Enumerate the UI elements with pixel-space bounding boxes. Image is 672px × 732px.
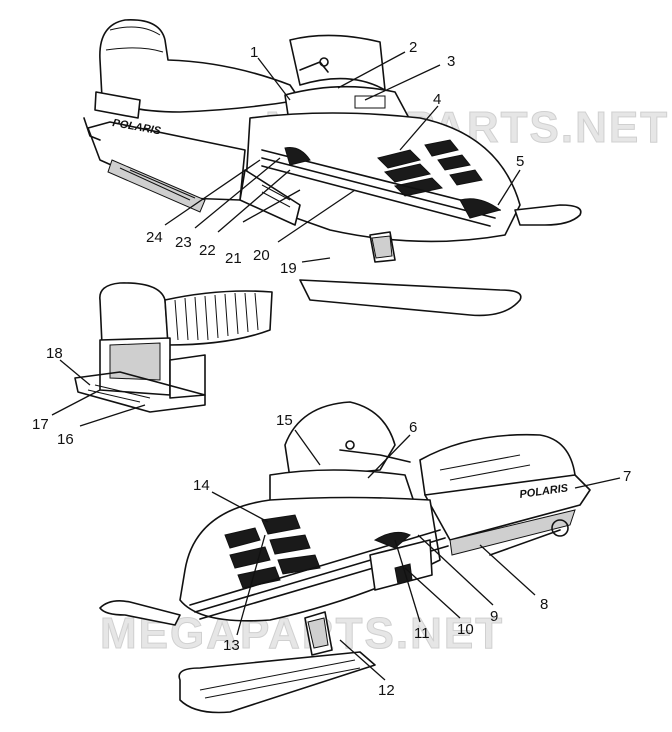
- windshield-bottom: [284, 401, 396, 479]
- spring-bottom: [307, 617, 329, 649]
- callout-1: 1: [250, 44, 258, 61]
- handlebar-bottom: [339, 449, 411, 463]
- ski-top-right: [299, 279, 522, 317]
- callout-9: 9: [490, 608, 498, 625]
- callout-19: 19: [280, 260, 297, 277]
- leader-16: [79, 404, 146, 427]
- callout-14: 14: [193, 477, 210, 494]
- callout-4: 4: [433, 91, 441, 108]
- windshield-top: [289, 34, 386, 91]
- leader-17: [51, 389, 101, 416]
- leader-2: [337, 51, 406, 89]
- seat-lines-bottom: [439, 454, 531, 481]
- callout-2: 2: [409, 39, 417, 56]
- gauge-top: [354, 95, 386, 109]
- callout-8: 8: [540, 596, 548, 613]
- suspension-rail-bottom: [489, 529, 561, 556]
- ski-bottom-lines: [199, 659, 361, 699]
- leader-13: [236, 534, 266, 636]
- callout-18: 18: [46, 345, 63, 362]
- seat-side-bracket: [169, 354, 206, 399]
- seat-cushion: [164, 290, 273, 346]
- callout-13: 13: [223, 637, 240, 654]
- callout-21: 21: [225, 250, 242, 267]
- callout-16: 16: [57, 431, 74, 448]
- callout-3: 3: [447, 53, 455, 70]
- callout-22: 22: [199, 242, 216, 259]
- leader-lines: [51, 51, 621, 681]
- leader-4: [399, 105, 439, 151]
- nose-decal-top: [459, 198, 502, 219]
- seat-storage-lid: [109, 342, 161, 381]
- callout-10: 10: [457, 621, 474, 638]
- leader-5: [497, 169, 521, 206]
- callout-6: 6: [409, 419, 417, 436]
- callout-24: 24: [146, 229, 163, 246]
- snowmobile-top: POLARIS: [83, 19, 582, 317]
- seat-ribs: [174, 292, 259, 341]
- ski-top-left: [514, 204, 582, 226]
- rear-storage-top: [94, 91, 141, 119]
- callout-17: 17: [32, 416, 49, 433]
- polaris-decal-rear-top: POLARIS: [111, 117, 162, 137]
- leader-7: [574, 477, 621, 489]
- leader-12: [339, 639, 386, 681]
- leader-18: [59, 359, 91, 386]
- leader-1: [257, 57, 291, 101]
- ski-bottom-right: [178, 651, 376, 714]
- callout-15: 15: [276, 412, 293, 429]
- callout-11: 11: [414, 625, 430, 642]
- callout-23: 23: [175, 234, 192, 251]
- leader-19: [301, 257, 331, 263]
- leader-21: [242, 189, 301, 223]
- side-panel-bottom: [369, 539, 433, 591]
- side-vent-bottom: [394, 563, 413, 585]
- track-top: [107, 159, 206, 213]
- leader-3: [364, 64, 441, 101]
- track-tread-top: [119, 167, 196, 201]
- callout-labels: 1 2 3 4 5 6 7 8 9 10 11 12 13 14 15 16 1…: [32, 39, 631, 699]
- callout-7: 7: [623, 468, 631, 485]
- spring-top: [371, 235, 393, 259]
- callout-12: 12: [378, 682, 395, 699]
- leader-10: [404, 567, 461, 619]
- seat-top: [99, 19, 301, 113]
- mirror-top: [319, 57, 329, 67]
- seat-assembly: [74, 282, 273, 413]
- leader-20: [277, 189, 356, 243]
- rear-body-bottom: [424, 474, 591, 541]
- track-bottom: [449, 509, 576, 556]
- leader-14: [211, 491, 269, 523]
- mirror-bottom: [345, 440, 355, 450]
- hood-vents-top: [377, 139, 483, 197]
- leader-9: [417, 534, 494, 606]
- snowmobile-bottom: POLARIS: [99, 401, 591, 714]
- callout-5: 5: [516, 153, 524, 170]
- leader-6: [367, 434, 411, 479]
- idler-wheel-bottom: [551, 519, 569, 537]
- rear-rack: [74, 371, 206, 413]
- leader-23: [194, 157, 281, 229]
- rear-bumper-top: [83, 117, 101, 141]
- leader-22: [217, 169, 291, 233]
- seat-backrest-lines-top: [105, 26, 164, 53]
- callout-20: 20: [253, 247, 270, 264]
- seat-backrest: [99, 282, 169, 346]
- leader-24: [164, 159, 261, 226]
- leader-8: [479, 544, 536, 596]
- leader-11: [394, 539, 421, 623]
- side-decal-bottom: [373, 531, 411, 549]
- side-decal-top: [284, 147, 311, 166]
- leader-15: [294, 429, 321, 466]
- ski-bottom-left: [99, 600, 181, 626]
